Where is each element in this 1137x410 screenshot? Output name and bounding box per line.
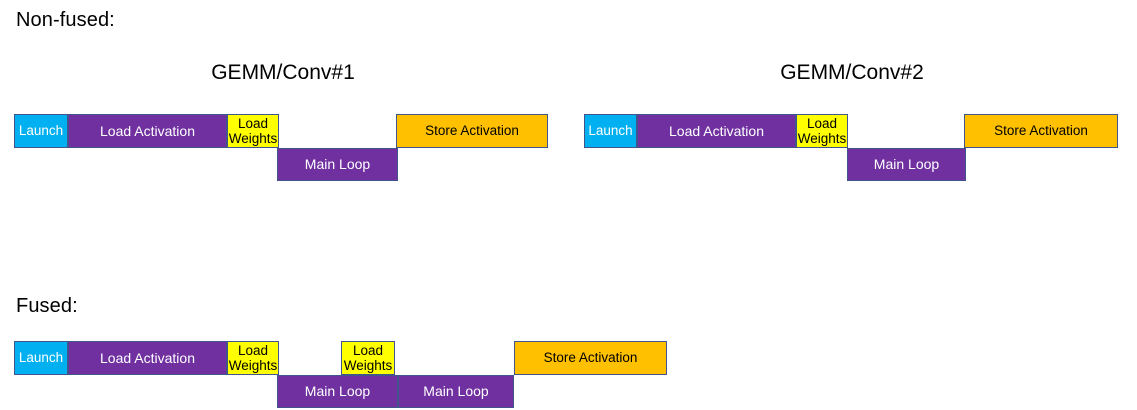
bar-launch-2: Launch (584, 114, 637, 148)
bar-load-weights-2: Load Weights (796, 114, 848, 148)
bar-label: Load Activation (100, 122, 195, 139)
bar-label: Launch (588, 123, 633, 139)
group-title-gemm-conv-2: GEMM/Conv#2 (780, 61, 924, 84)
bar-label: Launch (18, 350, 64, 366)
bar-load-weights-1: Load Weights (227, 114, 279, 148)
bar-main-loop-1: Main Loop (277, 148, 398, 181)
bar-label: Load Weights (343, 342, 393, 373)
bar-main-loop-2: Main Loop (847, 148, 966, 181)
bar-load-activation-f: Load Activation (68, 341, 227, 375)
bar-main-loop-f1: Main Loop (277, 375, 398, 408)
bar-label: Load Weights (228, 342, 278, 373)
bar-main-loop-f2: Main Loop (398, 375, 514, 408)
section-label-fused: Fused: (16, 295, 78, 317)
bar-label: Main Loop (304, 383, 371, 400)
bar-label: Main Loop (423, 383, 489, 400)
bar-store-activation-2: Store Activation (964, 114, 1118, 148)
bar-label: Main Loop (873, 156, 940, 173)
bar-label: Launch (18, 123, 64, 139)
bar-launch-f: Launch (14, 341, 68, 375)
bar-load-weights-f1: Load Weights (227, 341, 279, 375)
bar-label: Load Activation (100, 349, 195, 366)
group-title-gemm-conv-1: GEMM/Conv#1 (211, 61, 355, 84)
bar-load-weights-f2: Load Weights (341, 341, 395, 375)
bar-load-activation-2: Load Activation (637, 114, 796, 148)
bar-label: Load Weights (797, 115, 847, 146)
section-label-non-fused: Non-fused: (16, 9, 115, 31)
bar-store-activation-1: Store Activation (396, 114, 548, 148)
bar-store-activation-f: Store Activation (514, 341, 667, 375)
bar-label: Load Activation (669, 122, 764, 139)
bar-label: Store Activation (994, 123, 1088, 139)
bar-label: Main Loop (304, 156, 371, 173)
bar-label: Store Activation (425, 123, 519, 139)
bar-label: Load Weights (228, 115, 278, 146)
bar-load-activation-1: Load Activation (68, 114, 227, 148)
bar-launch-1: Launch (14, 114, 68, 148)
bar-label: Store Activation (543, 350, 638, 366)
